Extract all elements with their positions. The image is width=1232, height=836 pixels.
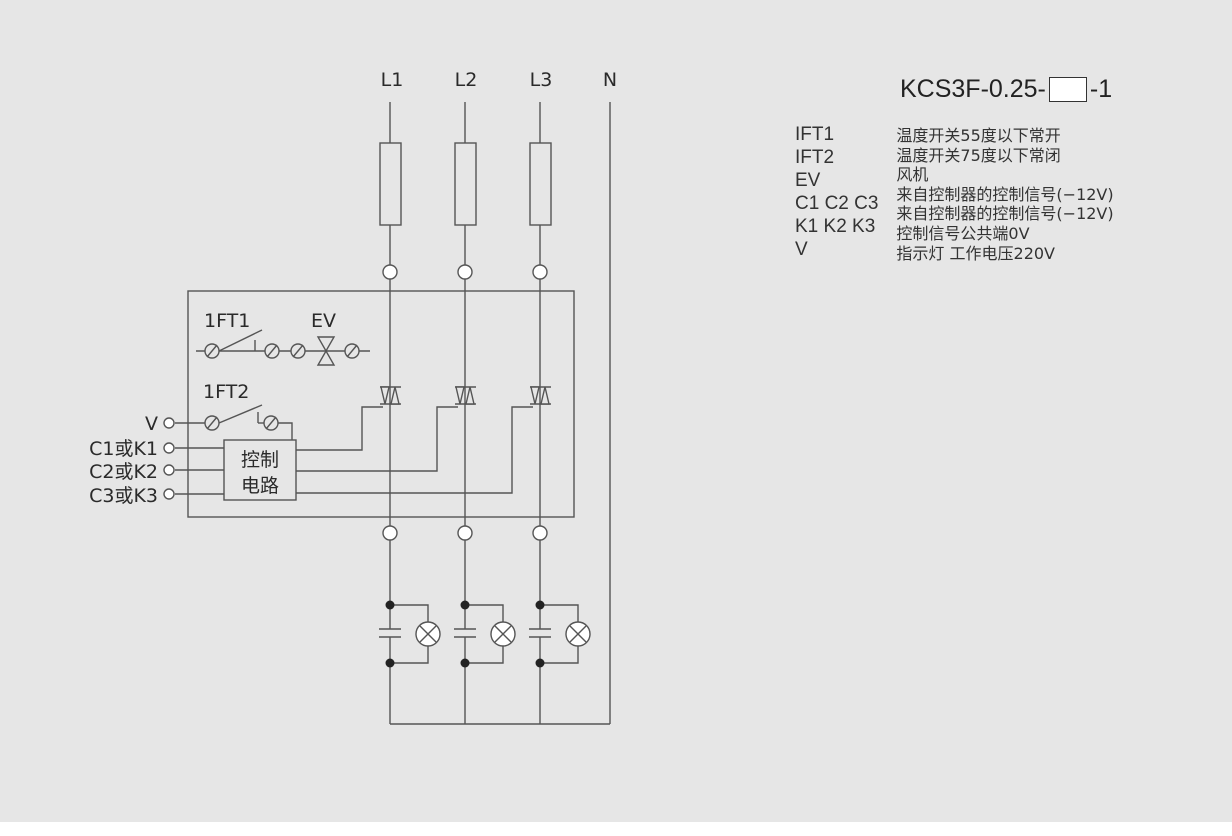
branch-l2 [454, 604, 516, 664]
terminal-top-l2 [457, 264, 473, 280]
legend: IFT1 IFT2 EV C1 C2 C3 K1 K2 K3 V 温度开关55度… [795, 123, 1114, 263]
input-label-c3k3: C3或K3 [89, 485, 158, 507]
legend-description: 风机 [896, 165, 929, 185]
legend-description: 温度开关75度以下常闭 [896, 145, 1061, 165]
legend-description: 来自控制器的控制信号(−12V) [896, 184, 1114, 204]
terminal-bottom-l1 [382, 525, 398, 541]
gate-wire-l1 [296, 406, 383, 451]
terminal-c1 [163, 442, 175, 454]
triac-l3 [530, 386, 551, 405]
input-label-v: V [145, 413, 158, 435]
legend-code: K1 K2 K3 [795, 216, 876, 237]
branch-l1 [379, 604, 441, 664]
control-box-label-2: 电路 [241, 475, 279, 497]
model-number: KCS3F-0.25- -1 [900, 73, 1112, 105]
phase-label-l2: L2 [455, 69, 478, 91]
phase-label-n: N [603, 69, 617, 91]
terminal-c3 [163, 488, 175, 500]
label-ev: EV [311, 310, 336, 332]
control-circuit-box [223, 439, 297, 501]
legend-code: IFT2 [795, 147, 835, 168]
model-prefix: KCS3F-0.25- [900, 74, 1046, 103]
triac-l1 [380, 386, 401, 405]
fuse-l2 [454, 142, 477, 226]
legend-descriptions: 温度开关55度以下常开 温度开关75度以下常闭 风机 来自控制器的控制信号(−1… [896, 123, 1113, 263]
gate-wire-l3 [296, 406, 533, 494]
phase-label-l1: L1 [381, 69, 404, 91]
fuse-l3 [529, 142, 552, 226]
phase-label-l3: L3 [530, 69, 553, 91]
legend-code: IFT1 [795, 124, 835, 145]
model-blank-box [1048, 76, 1087, 102]
fan-symbol-bottom [316, 349, 336, 366]
legend-description: 指示灯 工作电压220V [896, 243, 1055, 263]
page-bottom-band [0, 822, 1232, 836]
triac-l2 [455, 386, 476, 405]
branch-l3 [529, 604, 591, 664]
legend-description: 控制信号公共端0V [896, 223, 1030, 243]
fan-symbol-top [316, 336, 336, 353]
legend-description: 来自控制器的控制信号(−12V) [896, 204, 1114, 224]
legend-description: 温度开关55度以下常开 [896, 126, 1061, 145]
switch-1ft2-blade [218, 404, 263, 424]
module-enclosure [187, 290, 575, 518]
control-box-label-1: 控制 [241, 449, 279, 471]
legend-code: EV [795, 170, 821, 191]
terminal-bottom-l3 [532, 525, 548, 541]
terminal-top-l1 [382, 264, 398, 280]
label-1ft2: 1FT2 [203, 381, 249, 403]
label-1ft1: 1FT1 [204, 310, 250, 332]
terminal-bottom-l2 [457, 525, 473, 541]
legend-codes: IFT1 IFT2 EV C1 C2 C3 K1 K2 K3 V [795, 123, 878, 263]
switch-1ft1-blade [218, 329, 263, 352]
terminal-c2 [163, 464, 175, 476]
legend-code: V [795, 239, 808, 260]
input-label-c2k2: C2或K2 [89, 461, 158, 483]
fuse-l1 [379, 142, 402, 226]
legend-code: C1 C2 C3 [795, 193, 879, 214]
gate-wire-l2 [296, 406, 458, 472]
model-suffix: -1 [1089, 74, 1113, 103]
terminal-v [163, 417, 175, 429]
input-label-c1k1: C1或K1 [89, 438, 158, 460]
terminal-top-l3 [532, 264, 548, 280]
